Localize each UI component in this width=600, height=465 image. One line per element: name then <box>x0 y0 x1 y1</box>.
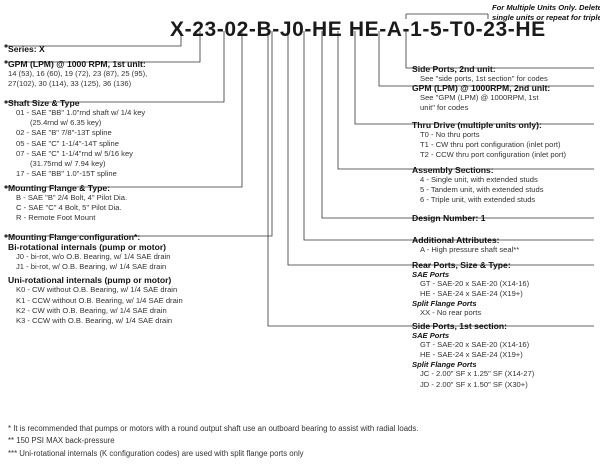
thru-heading: Thru Drive (multiple units only): <box>412 120 542 130</box>
rear-heading: Rear Ports, Size & Type: <box>412 260 511 270</box>
series-heading: Series: X <box>8 44 45 54</box>
footnote: ** 150 PSI MAX back-pressure <box>8 436 115 446</box>
gpm2-block: GPM (LPM) @ 1000RPM, 2nd unit: See "GPM … <box>412 83 550 113</box>
side1-heading: Side Ports, 1st section: <box>412 321 508 331</box>
config-line: J1 - bi-rot, w/ O.B. Bearing, w/ 1/4 SAE… <box>16 262 167 272</box>
line-gpm2 <box>378 31 594 87</box>
config-line: K3 - CCW with O.B. Bearing, w/ 1/4 SAE d… <box>16 316 173 326</box>
side2-block: Side Ports, 2nd unit: See "side ports, 1… <box>412 64 548 84</box>
thru-line: T1 - CW thru port configuration (inlet p… <box>420 140 561 150</box>
config-block: Mounting Flange configuration*: Bi-rotat… <box>8 232 183 326</box>
footnote: *** Uni-rotational internals (K configur… <box>8 448 304 458</box>
line-gpm1 <box>6 31 201 63</box>
footnotes: * It is recommended that pumps or motors… <box>8 423 418 460</box>
shaft-line: 02 - SAE "B" 7/8"-13T spline <box>16 128 112 138</box>
line-side1 <box>267 31 594 327</box>
line-mounting <box>6 31 243 188</box>
assembly-line: 5 - Tandem unit, with extended studs <box>420 185 544 195</box>
shaft-line: 01 - SAE "BB" 1.0"rnd shaft w/ 1/4 key <box>16 108 146 117</box>
bi-rotational-heading: Bi-rotational internals (pump or motor) <box>8 242 167 252</box>
shaft-line: (31.75rnd w/ 7.94 key) <box>30 159 106 169</box>
thru-line: T0 - No thru ports <box>420 130 480 139</box>
gpm1-line: 27(102), 30 (114), 33 (125), 36 (136) <box>8 79 132 89</box>
multiple-units-note: For Multiple Units Only. Delete for sing… <box>492 3 600 23</box>
note-line: For Multiple Units Only. Delete for <box>492 3 600 12</box>
gpm2-line: unit" for codes <box>420 103 469 113</box>
assembly-line: 6 - Triple unit, with extended studs <box>420 195 536 205</box>
design-number: Design Number: 1 <box>412 213 486 223</box>
assembly-block: Assembly Sections: 4 - Single unit, with… <box>412 165 544 206</box>
side2-line: See "side ports, 1st section" for codes <box>420 74 548 83</box>
line-note <box>405 13 489 19</box>
rear-line: GT - SAE-20 x SAE-20 (X14-16) <box>420 279 530 288</box>
rear-line: HE - SAE-24 x SAE-24 (X19+) <box>420 289 523 299</box>
mounting-line: R - Remote Foot Mount <box>16 213 96 223</box>
note-line: single units or repeat for triple units. <box>492 13 600 22</box>
gpm1-heading: GPM (LPM) @ 1000 RPM, 1st unit: <box>8 59 146 69</box>
shaft-line: (25.4rnd w/ 6.35 key) <box>30 118 102 128</box>
line-rear <box>287 31 594 266</box>
line-assembly <box>337 31 594 170</box>
config-heading: Mounting Flange configuration*: <box>8 232 141 242</box>
rear-block: Rear Ports, Size & Type: SAE Ports GT - … <box>412 260 529 319</box>
side1-line: HE - SAE-24 x SAE-24 (X19+) <box>420 350 523 360</box>
assembly-line: 4 - Single unit, with extended studs <box>420 175 538 184</box>
config-line: K0 - CW without O.B. Bearing, w/ 1/4 SAE… <box>16 285 178 295</box>
line-series <box>6 31 182 47</box>
line-additional <box>303 31 594 241</box>
side1-split-label: Split Flange Ports <box>412 360 477 370</box>
line-shaft <box>6 31 225 103</box>
mounting-block: Mounting Flange & Type: B - SAE "B" 2/4 … <box>8 183 127 224</box>
mounting-line: C - SAE "C" 4 Bolt, 5" Pilot Dia. <box>16 203 122 213</box>
assembly-heading: Assembly Sections: <box>412 165 494 175</box>
additional-block: Additional Attributes: A - High pressure… <box>412 235 519 255</box>
rear-split-label: Split Flange Ports <box>412 299 477 309</box>
rear-sae-label: SAE Ports <box>412 270 450 279</box>
gpm1-block: GPM (LPM) @ 1000 RPM, 1st unit: 14 (53),… <box>8 59 147 89</box>
line-config <box>6 31 273 237</box>
side1-block: Side Ports, 1st section: SAE Ports GT - … <box>412 321 534 390</box>
shaft-line: 07 - SAE "C" 1-1/4"rnd w/ 5/16 key <box>16 148 133 158</box>
side1-line: JD - 2.00" SF x 1.50" SF (X30+) <box>420 379 528 389</box>
additional-heading: Additional Attributes: <box>412 235 500 245</box>
mounting-line: B - SAE "B" 2/4 Bolt, 4" Pilot Dia. <box>16 193 128 202</box>
thru-block: Thru Drive (multiple units only): T0 - N… <box>412 120 566 161</box>
side1-sae-label: SAE Ports <box>412 331 450 340</box>
mounting-heading: Mounting Flange & Type: <box>8 183 110 193</box>
gpm2-heading: GPM (LPM) @ 1000RPM, 2nd unit: <box>412 83 551 93</box>
gpm2-line: See "GPM (LPM) @ 1000RPM, 1st <box>420 93 539 102</box>
config-line: J0 - bi-rot, w/o O.B. Bearing, w/ 1/4 SA… <box>16 252 171 261</box>
line-side2 <box>405 31 594 69</box>
shaft-block: Shaft Size & Type 01 - SAE "BB" 1.0"rnd … <box>8 98 145 179</box>
side1-line: JC - 2.00" SF x 1.25" SF (X14-27) <box>420 369 535 379</box>
gpm1-line: 14 (53), 16 (60), 19 (72), 23 (87), 25 (… <box>8 69 148 78</box>
side1-line: GT - SAE-20 x SAE-20 (X14-16) <box>420 340 530 349</box>
config-line: K2 - CW with O.B. Bearing, w/ 1/4 SAE dr… <box>16 305 167 315</box>
additional-line: A - High pressure shaft seal** <box>420 245 520 254</box>
shaft-heading: Shaft Size & Type <box>8 98 80 108</box>
rear-line: XX - No rear ports <box>420 308 482 318</box>
shaft-line: 17 - SAE "BB" 1.0"-15T spline <box>16 169 117 179</box>
footnote: * It is recommended that pumps or motors… <box>8 424 419 433</box>
side2-heading: Side Ports, 2nd unit: <box>412 64 496 74</box>
line-design <box>321 31 594 219</box>
config-line: K1 - CCW without O.B. Bearing, w/ 1/4 SA… <box>16 295 183 305</box>
shaft-line: 05 - SAE "C" 1-1/4"-14T spline <box>16 138 119 148</box>
model-code: X-23-02-B-J0-HE HE-A-1-5-T0-23-HE <box>170 18 546 41</box>
uni-rotational-heading: Uni-rotational internals (pump or motor) <box>8 275 172 286</box>
thru-line: T2 - CCW thru port configuration (inlet … <box>420 150 567 160</box>
line-thru <box>354 31 594 125</box>
